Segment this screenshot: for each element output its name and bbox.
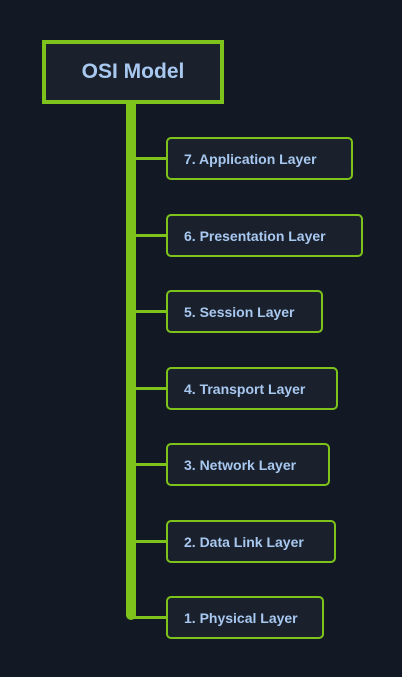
connector-branch-physical (131, 616, 169, 619)
layer-node-transport: 4. Transport Layer (166, 367, 338, 410)
connector-trunk (126, 104, 136, 620)
layer-label: 1. Physical Layer (184, 609, 298, 626)
connector-branch-presentation (131, 234, 169, 237)
connector-branch-session (131, 310, 169, 313)
connector-branch-application (131, 157, 169, 160)
connector-branch-data-link (131, 540, 169, 543)
root-node-label: OSI Model (81, 60, 185, 83)
layer-node-presentation: 6. Presentation Layer (166, 214, 363, 257)
layer-label: 5. Session Layer (184, 303, 295, 320)
root-node-osi-model: OSI Model (42, 40, 224, 104)
layer-label: 3. Network Layer (184, 456, 297, 473)
connector-branch-transport (131, 387, 169, 390)
layer-node-data-link: 2. Data Link Layer (166, 520, 336, 563)
connector-branch-network (131, 463, 169, 466)
layer-label: 4. Transport Layer (184, 380, 306, 397)
layer-label: 6. Presentation Layer (184, 227, 326, 244)
layer-node-session: 5. Session Layer (166, 290, 323, 333)
layer-label: 7. Application Layer (184, 150, 317, 167)
layer-node-network: 3. Network Layer (166, 443, 330, 486)
layer-node-physical: 1. Physical Layer (166, 596, 324, 639)
layer-node-application: 7. Application Layer (166, 137, 353, 180)
layer-label: 2. Data Link Layer (184, 533, 304, 550)
